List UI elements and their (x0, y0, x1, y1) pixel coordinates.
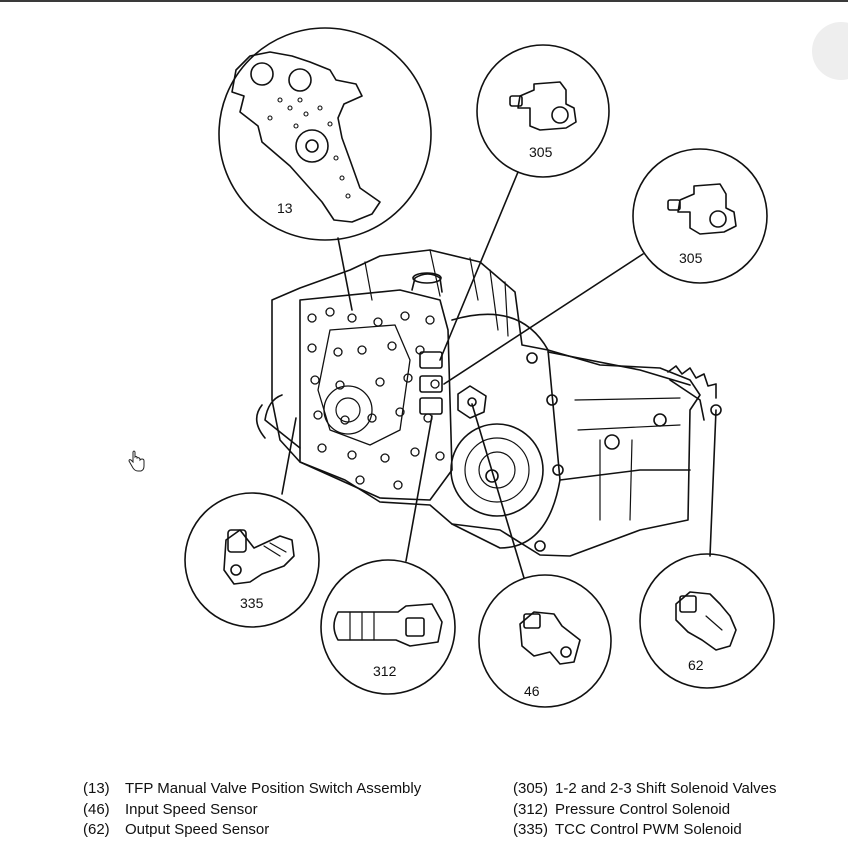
callout-13 (218, 27, 432, 311)
legend-item: (62) Output Speed Sensor (83, 820, 421, 841)
legend-number: (62) (83, 821, 110, 838)
legend-number: (312) (513, 800, 549, 818)
callout-62-label: 62 (688, 657, 704, 673)
legend-number: (305) (513, 780, 549, 797)
legend-item: (335) TCC Control PWM Solenoid (513, 820, 777, 841)
legend-label: TFP Manual Valve Position Switch Assembl… (125, 780, 422, 797)
callout-305-top (439, 44, 610, 361)
callout-335-label: 335 (240, 595, 264, 611)
legend-left: (13) TFP Manual Valve Position Switch As… (83, 779, 421, 841)
legend-item: (13) TFP Manual Valve Position Switch As… (83, 779, 421, 800)
legend-item: (305) 1-2 and 2-3 Shift Solenoid Valves (513, 779, 777, 800)
legend-label: Output Speed Sensor (125, 821, 270, 838)
legend-number: (46) (83, 800, 110, 818)
callout-305-top-label: 305 (529, 144, 553, 160)
window-top-border (0, 0, 848, 2)
callout-305-right-label: 305 (679, 250, 703, 266)
legend-right: (305) 1-2 and 2-3 Shift Solenoid Valves … (513, 779, 777, 841)
legend-item: (312) Pressure Control Solenoid (513, 800, 777, 821)
callout-46 (471, 403, 612, 708)
hand-pointer-icon (128, 450, 145, 472)
callout-62 (639, 409, 775, 689)
legend-label: 1-2 and 2-3 Shift Solenoid Valves (555, 780, 777, 797)
callout-312-label: 312 (373, 663, 397, 679)
legend-label: TCC Control PWM Solenoid (555, 821, 742, 838)
legend-label: Input Speed Sensor (125, 800, 258, 818)
callout-13-label: 13 (277, 200, 293, 216)
legend-label: Pressure Control Solenoid (555, 800, 731, 818)
legend-item: (46) Input Speed Sensor (83, 800, 421, 821)
callout-305-right (443, 148, 768, 385)
callout-335 (184, 417, 320, 628)
transmission-housing (255, 249, 722, 557)
legend-number: (13) (83, 780, 110, 797)
callout-312 (320, 415, 456, 695)
transmission-diagram: 13 305 305 335 312 46 62 (184, 27, 775, 708)
legend-number: (335) (513, 821, 549, 838)
callout-46-label: 46 (524, 683, 540, 699)
